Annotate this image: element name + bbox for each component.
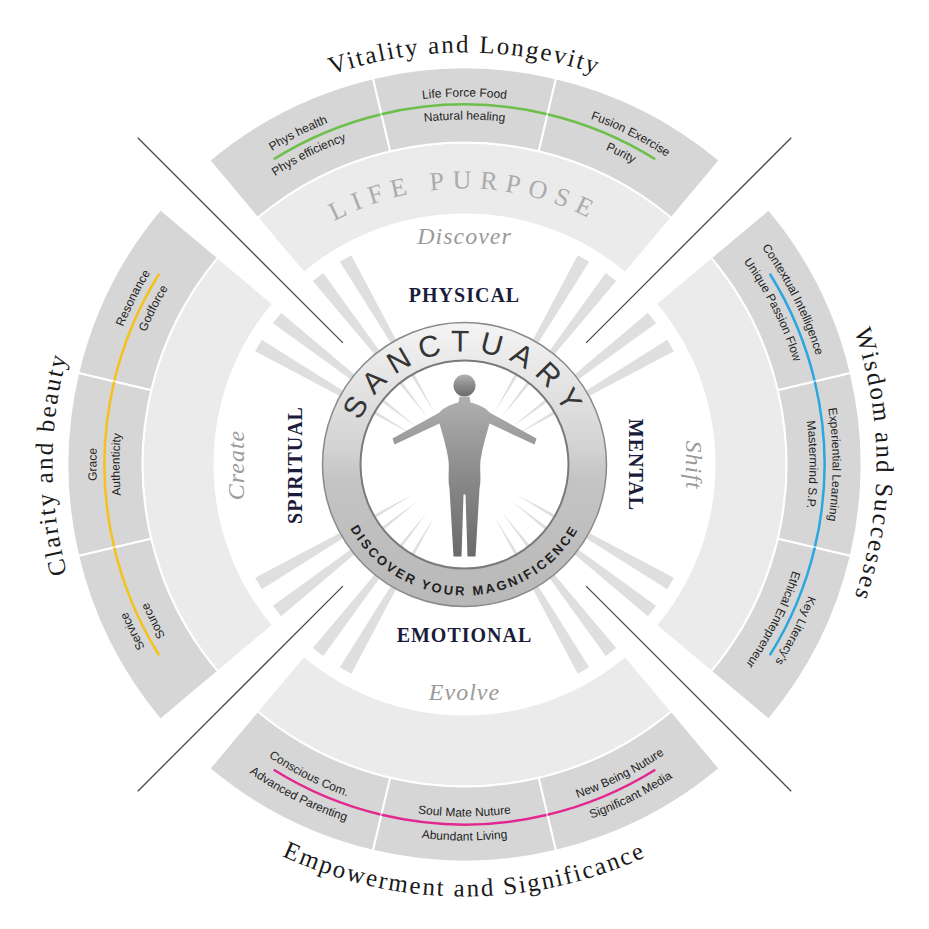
dimension-word: MENTAL <box>623 418 646 510</box>
dimension-word: EMOTIONAL <box>397 623 533 646</box>
ring-rim <box>323 323 607 607</box>
segment-shape: Key Literacy'sEthical Entepreneur <box>708 535 854 723</box>
quadrant-title: Empowerment and Significance <box>280 836 649 902</box>
segment-text: Soul Mate Nuture <box>417 802 511 819</box>
human-figure <box>393 375 537 557</box>
stage-word: Discover <box>417 223 512 251</box>
segment-outline <box>67 373 151 556</box>
segment-text: Natural healing <box>423 108 506 124</box>
band-segment: Experiential LearningMastermind S.P. <box>774 369 865 560</box>
accent-arc <box>114 548 159 656</box>
band-segment: Fusion ExercisePurity <box>535 75 723 221</box>
segment-shape: New Being NutureSignificant Media <box>535 708 723 854</box>
quadrant-dividers <box>138 138 791 791</box>
segment-text: Life Force Food <box>421 85 507 101</box>
ring-shape: SANCTUARY DISCOVER YOUR MAGNIFICENCE <box>316 316 613 613</box>
segment-text: Authenticity <box>108 433 123 497</box>
dimension-word: PHYSICAL <box>409 283 520 306</box>
band-segment: Grace Authenticity <box>64 369 155 560</box>
band-segment: Soul Mate NutureAbundant Living <box>369 774 560 865</box>
band-segment: Contextual IntelligenceUnique Passion Fl… <box>708 206 854 394</box>
segment-text: Source <box>138 601 168 642</box>
figure-head <box>454 375 476 397</box>
stage-word: Create <box>223 429 251 499</box>
center-ring: SANCTUARY DISCOVER YOUR MAGNIFICENCE <box>316 316 613 613</box>
band-segment: New Being NutureSignificant Media <box>535 708 723 854</box>
stage-word: Shift <box>679 440 707 489</box>
segment-text: Purity <box>604 140 638 166</box>
quadrant-title: Wisdom and Successes <box>849 324 898 605</box>
segment-outline <box>778 373 862 556</box>
segment-text: Grace <box>85 447 99 481</box>
quadrant-title: Vitality and Longevity <box>325 30 604 79</box>
ring-subtitle: DISCOVER YOUR MAGNIFICENCE <box>347 522 581 599</box>
ring-title: SANCTUARY <box>336 325 593 424</box>
segment-shape: ResonanceGodforce <box>75 206 221 394</box>
segment-outline <box>539 711 720 851</box>
segment-text: Abundant Living <box>421 827 508 843</box>
segment-text: Significant Media <box>587 768 674 821</box>
band-segment: Phys healthPhys efficiency <box>206 75 394 221</box>
segment-shape: Grace Authenticity <box>64 369 155 560</box>
segment-text: Phys efficiency <box>269 130 347 179</box>
segment-text: Advanced Parenting <box>248 764 350 824</box>
quadrant-title: Clarity and beauty <box>30 350 72 579</box>
segment-shape: Phys healthPhys efficiency <box>206 75 394 221</box>
band-segment: ServiceSource <box>75 535 221 723</box>
segment-shape: ServiceSource <box>75 535 221 723</box>
ring-band <box>323 323 607 607</box>
segment-shape: Experiential LearningMastermind S.P. <box>774 369 865 560</box>
band-segment: Life Force FoodNatural healing <box>369 64 560 155</box>
segment-outline <box>209 711 390 851</box>
segment-outline <box>209 78 390 218</box>
segment-outline <box>539 78 720 218</box>
segment-shape: Life Force FoodNatural healing <box>369 64 560 155</box>
segment-shape: Conscious Com.Advanced Parenting <box>206 708 394 854</box>
segment-outline <box>78 539 218 720</box>
segment-outline <box>78 209 218 390</box>
segment-text: Ethical Entepreneur <box>743 570 803 671</box>
figure-body <box>393 397 537 557</box>
segment-text: Godforce <box>136 282 171 333</box>
segment-text: Mastermind S.P. <box>804 420 821 510</box>
segment-text: Unique Passion Flow <box>741 255 804 363</box>
stage-word: Evolve <box>429 679 500 707</box>
segment-outline <box>711 539 851 720</box>
ring-rim <box>361 361 569 569</box>
segment-outline <box>373 778 556 862</box>
segment-outline <box>373 67 556 151</box>
segment-text: Experiential Learning <box>825 407 843 523</box>
segment-shape: Contextual IntelligenceUnique Passion Fl… <box>708 206 854 394</box>
band-caption: LIFE PURPOSE <box>324 165 605 226</box>
segment-shape: Fusion ExercisePurity <box>535 75 723 221</box>
band-segment: ResonanceGodforce <box>75 206 221 394</box>
band-segment: Key Literacy'sEthical Entepreneur <box>708 535 854 723</box>
band-segment: Conscious Com.Advanced Parenting <box>206 708 394 854</box>
dimension-word: SPIRITUAL <box>283 406 306 524</box>
segment-outline <box>711 209 851 390</box>
segment-shape: Soul Mate NutureAbundant Living <box>369 774 560 865</box>
